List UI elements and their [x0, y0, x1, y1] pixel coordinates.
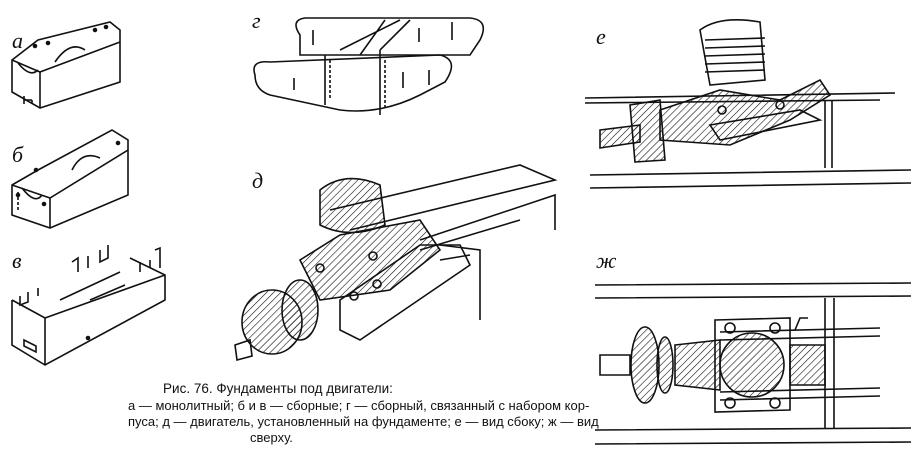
- hull-connected-foundation-drawing: [253, 17, 485, 115]
- figure-caption-line-1: а — монолитный; б и в — сборные; г — сбо…: [128, 398, 590, 413]
- figure-caption-line-3: сверху.: [250, 430, 293, 445]
- side-view-drawing: [584, 19, 911, 189]
- figure-caption-line-2: пуса; д — двигатель, установленный на фу…: [128, 414, 599, 429]
- assembled-foundation-b-drawing: [11, 129, 129, 229]
- assembled-foundation-v-drawing: [11, 245, 166, 366]
- panel-label-e: е: [596, 24, 606, 49]
- panel-label-g: г: [252, 8, 261, 33]
- engine-on-foundation-drawing: [234, 164, 558, 362]
- top-view-drawing: [594, 282, 911, 445]
- panel-label-d: д: [252, 168, 264, 193]
- panel-label-zh: ж: [596, 248, 617, 273]
- panel-label-b: б: [12, 142, 24, 167]
- panel-label-a: а: [12, 28, 23, 53]
- panel-label-v: в: [12, 248, 22, 273]
- monolithic-foundation-drawing: [11, 21, 121, 109]
- figure-caption-title: Рис. 76. Фундаменты под двигатели:: [163, 381, 393, 396]
